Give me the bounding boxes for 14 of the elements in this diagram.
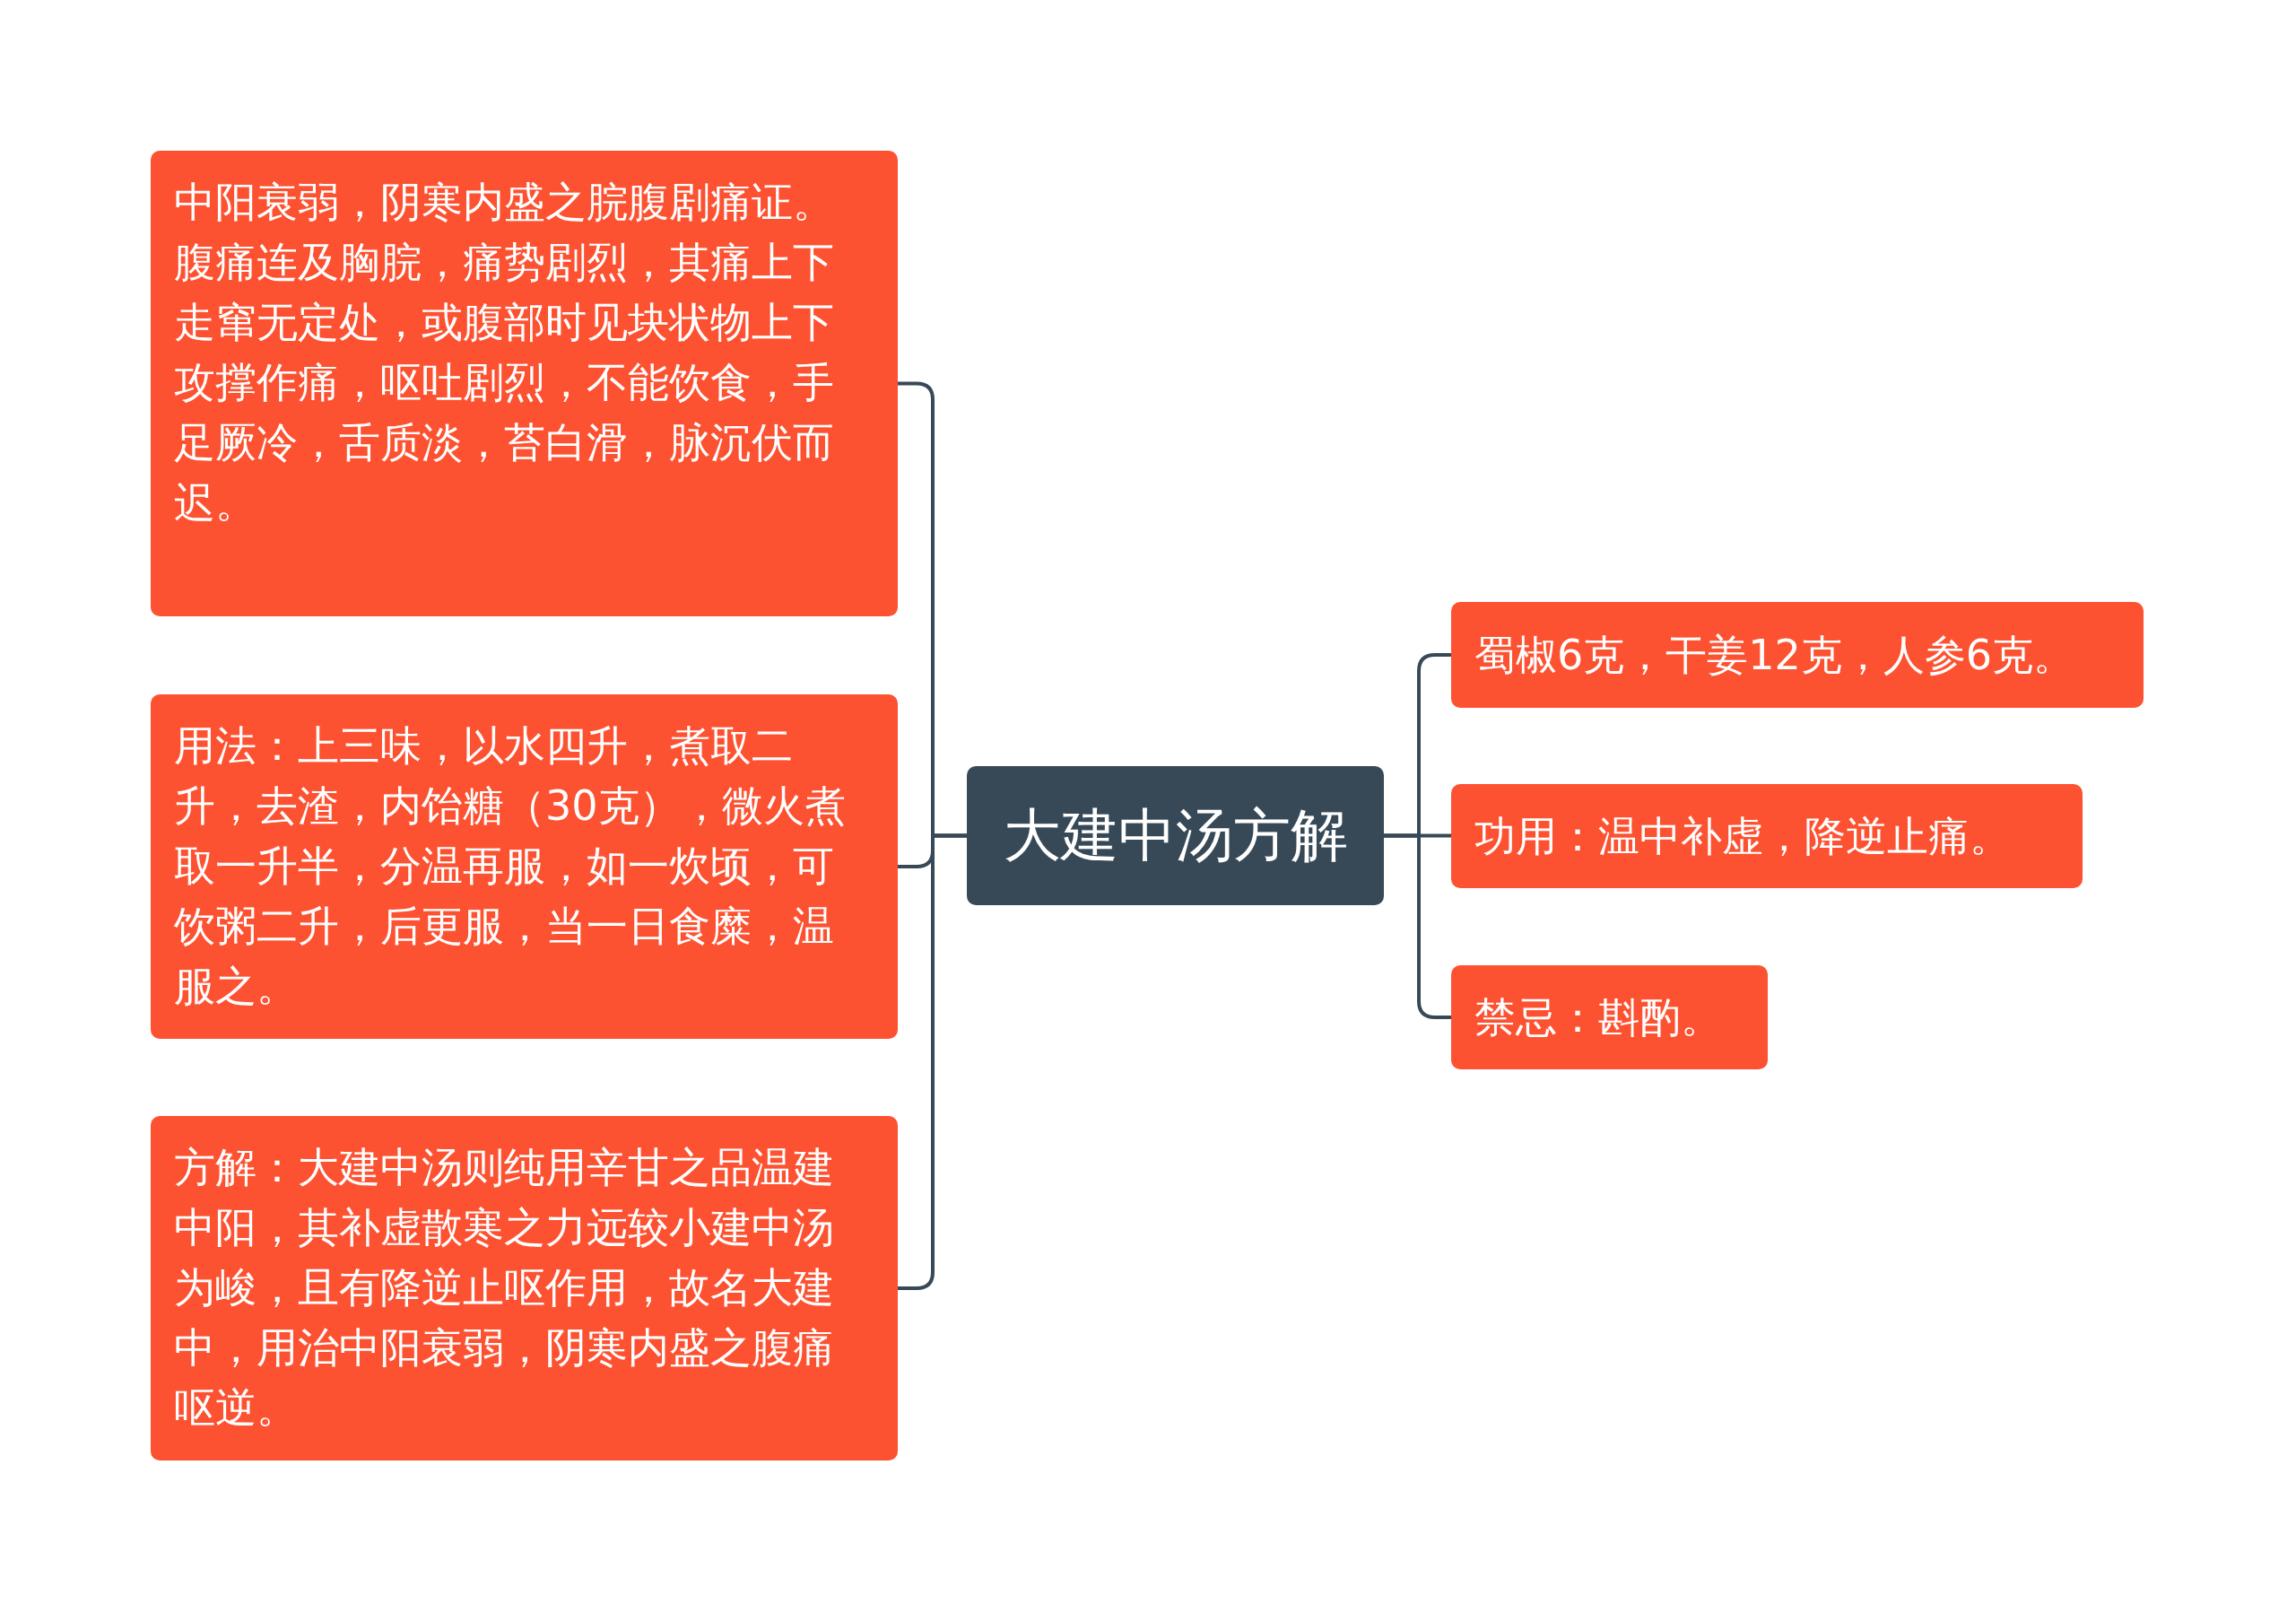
branch-text: 功用：温中补虚，降逆止痛。 [1474,810,2011,862]
branch-box [151,694,898,1039]
branch-text: 中阳衰弱，阴寒内盛之脘腹剧痛证。腹痛连及胸脘，痛势剧烈，其痛上下走窜无定处，或腹部时见块状物上下攻撑作痛，呕吐剧烈，不能饮食，手足厥冷，舌质淡，苔白滑，脉沉伏而迟。 [174,177,835,528]
topic-box [967,766,1384,905]
branch-text: 用法：上三味，以水四升，煮取二升，去渣，内饴糖（30克），微火煮取一升半，分温再服，如一炊顷，可饮粥二升，后更服，当一日食糜，温服之。 [174,720,847,1012]
branch-box [151,151,898,616]
branch-box [151,1116,898,1460]
branch-box [1451,965,1768,1069]
topic-text: 大建中汤方解 [1003,801,1348,870]
branch-box [1451,602,2144,708]
branch-text: 蜀椒6克，干姜12克，人参6克。 [1474,629,2075,681]
branch-text: 禁忌：斟酌。 [1474,991,1722,1043]
branch-text: 方解：大建中汤则纯用辛甘之品温建中阳，其补虚散寒之力远较小建中汤为峻，且有降逆止呕作用，故名大建中，用治中阳衰弱，阴寒内盛之腹痛呕逆。 [174,1142,835,1434]
branch-box [1451,784,2083,888]
